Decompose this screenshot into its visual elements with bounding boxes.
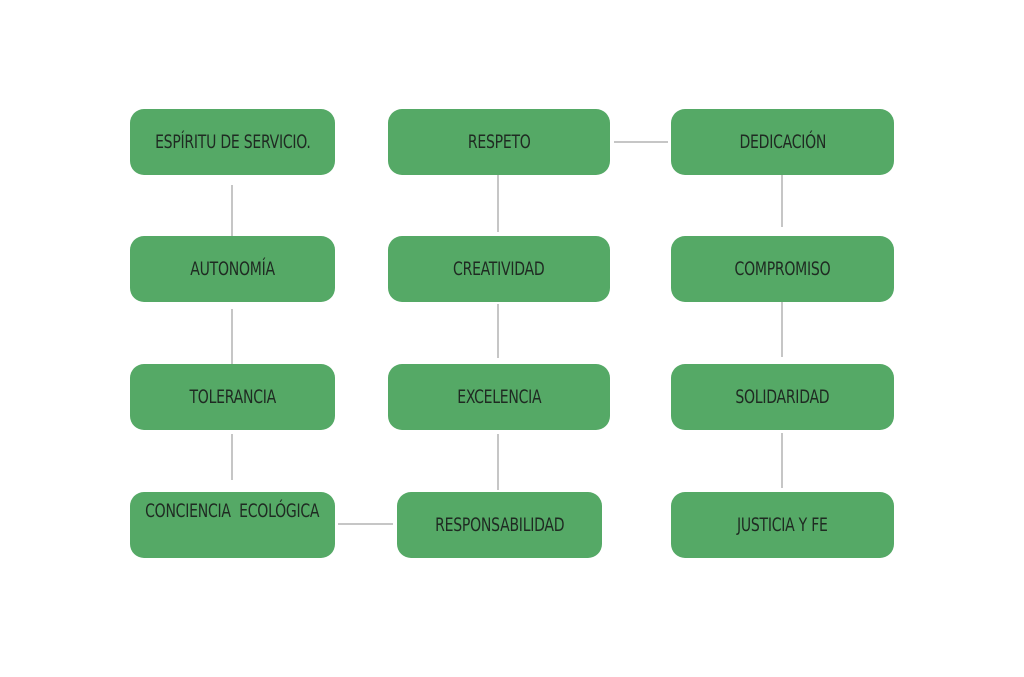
- node-label: AUTONOMÍA: [190, 258, 275, 280]
- node-respeto: RESPETO: [388, 109, 610, 175]
- node-dedicacion: DEDICACIÓN: [671, 109, 894, 175]
- node-tolerancia: TOLERANCIA: [130, 364, 335, 430]
- node-label: EXCELENCIA: [456, 386, 542, 408]
- node-label: DEDICACIÓN: [739, 131, 826, 153]
- node-label: TOLERANCIA: [189, 386, 276, 408]
- node-creatividad: CREATIVIDAD: [388, 236, 610, 302]
- node-compromiso: COMPROMISO: [671, 236, 894, 302]
- node-label: RESPONSABILIDAD: [434, 514, 565, 536]
- node-responsabilidad: RESPONSABILIDAD: [397, 492, 602, 558]
- node-autonomia: AUTONOMÍA: [130, 236, 335, 302]
- node-label: RESPETO: [467, 131, 531, 153]
- node-label: CREATIVIDAD: [453, 258, 545, 280]
- node-label: ESPÍRITU DE SERVICIO.: [154, 131, 311, 153]
- node-excelencia: EXCELENCIA: [388, 364, 610, 430]
- node-label: JUSTICIA Y FE: [737, 514, 828, 536]
- node-solidaridad: SOLIDARIDAD: [671, 364, 894, 430]
- node-justicia-y-fe: JUSTICIA Y FE: [671, 492, 894, 558]
- node-label: COMPROMISO: [734, 258, 831, 280]
- node-label: CONCIENCIA ECOLÓGICA: [145, 500, 320, 522]
- node-label: SOLIDARIDAD: [735, 386, 830, 408]
- node-espiritu-de-servicio: ESPÍRITU DE SERVICIO.: [130, 109, 335, 175]
- node-conciencia-ecologica: CONCIENCIA ECOLÓGICA: [130, 492, 335, 558]
